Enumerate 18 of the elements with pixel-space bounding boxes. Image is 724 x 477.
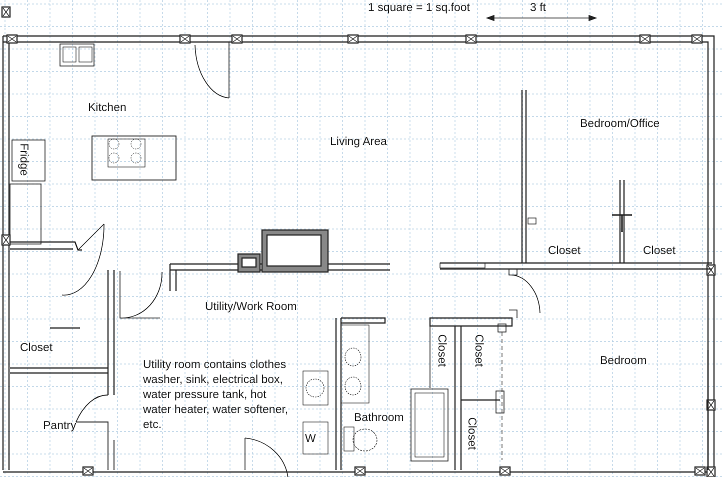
note-text: Utility room contains clothes washer, sink, electrical box, water pressure tank, hot water heater, water softener, etc. bbox=[143, 358, 290, 433]
room-label: Kitchen bbox=[88, 101, 128, 116]
room-label: Closet bbox=[643, 244, 677, 259]
room-label: Closet bbox=[472, 333, 486, 369]
room-label: Bedroom/Office bbox=[580, 117, 661, 132]
room-label: Closet bbox=[20, 341, 54, 356]
room-label: Closet bbox=[548, 244, 582, 259]
dimension-label: 3 ft bbox=[530, 1, 547, 16]
fixture-label: W bbox=[305, 432, 317, 447]
room-label: Closet bbox=[464, 416, 478, 452]
fixture-label: Fridge bbox=[16, 142, 30, 178]
room-label: Living Area bbox=[330, 135, 388, 150]
room-label: Closet bbox=[434, 333, 448, 369]
room-label: Utility/Work Room bbox=[205, 300, 298, 315]
scale-note: 1 square = 1 sq.foot bbox=[368, 1, 471, 16]
room-label: Bedroom bbox=[600, 354, 648, 369]
room-label: Bathroom bbox=[354, 411, 405, 426]
room-label: Pantry bbox=[43, 419, 78, 434]
